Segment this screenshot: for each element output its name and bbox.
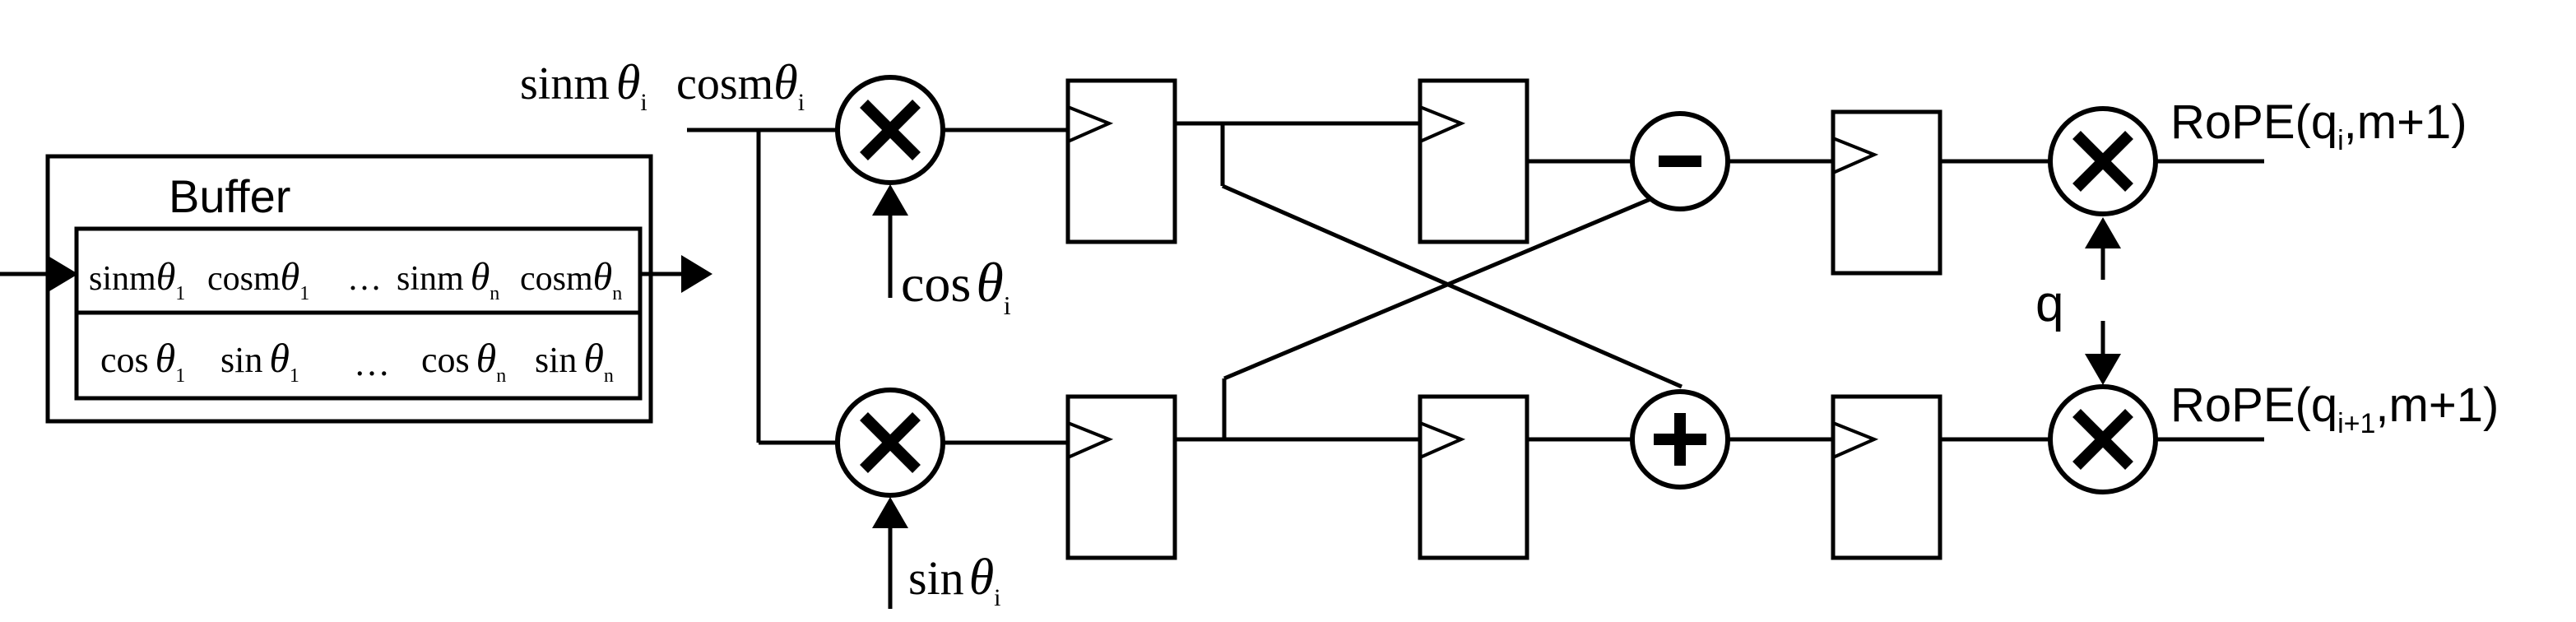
input-wires [687,128,836,445]
buffer-output-arrowhead [681,255,712,293]
register-bottom-2 [1418,394,1529,560]
register-top-3 [1831,109,1942,276]
adder [1630,389,1730,490]
register-top-2 [1418,78,1529,244]
arrowhead-sin-theta-input [872,497,908,528]
input-label-cos-theta-i: cosθi [901,251,1011,320]
register-top-1 [1065,78,1177,244]
input-label-sin-theta-i: sinθi [908,550,1001,611]
buffer-row-1 [74,226,643,315]
input-label-cosm-theta-i: cosmθi [676,55,805,116]
multiplier-bottom-1 [835,388,945,498]
register-bottom-3 [1831,394,1942,560]
buffer-row1-cosm-1: cosmθ1 [207,255,309,304]
crossover-wires [1175,121,1683,442]
arrowhead-q-up [2085,217,2121,248]
q-label: q [2035,276,2063,332]
buffer-title: Buffer [169,170,290,222]
subtractor [1630,111,1730,211]
multiplier-bottom-2 [2048,384,2158,494]
output-label-top: RoPE(qi,m+1) [2170,95,2467,156]
arrowhead-cos-theta-input [872,184,908,216]
output-label-bottom: RoPE(qi+1,m+1) [2170,378,2499,439]
buffer-row1-ellipsis: … [347,260,382,298]
multiplier-top-1 [835,75,945,185]
buffer-row2-ellipsis: … [354,343,390,383]
register-bottom-1 [1065,394,1177,560]
buffer-row-2 [74,310,643,401]
buffer-row1-sinm-1: sinmθ1 [89,255,185,304]
multiplier-top-2 [2048,106,2158,216]
buffer-input-arrowhead [49,257,78,291]
buffer-row1-cosm-n: cosmθn [520,255,622,304]
arrowhead-q-down [2085,354,2121,385]
